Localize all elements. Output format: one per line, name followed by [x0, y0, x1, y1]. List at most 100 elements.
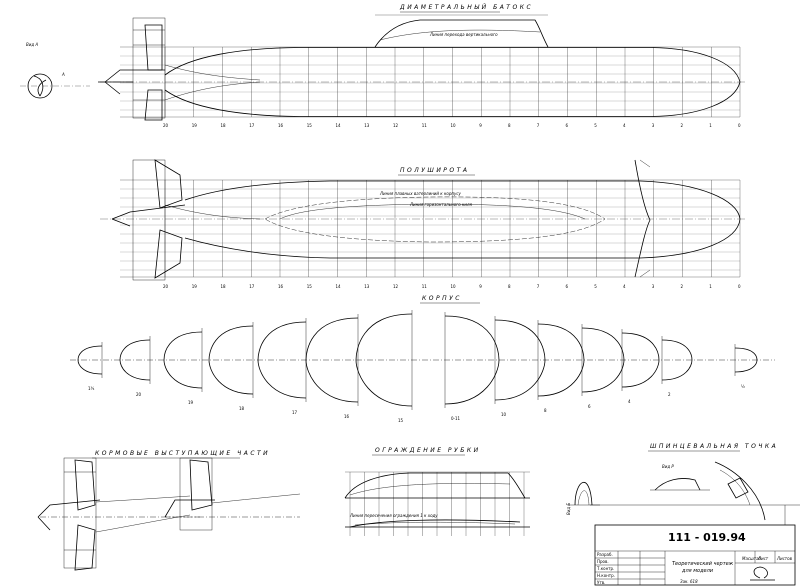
title-block: 111 - 019.94 Теоретический чертеж для мо…	[590, 504, 800, 586]
section-outline	[621, 332, 660, 388]
profile-view: ДИАМЕТРАЛЬНЫЙ БАТОКС Линия перехода верт…	[20, 4, 745, 128]
shroud-point-view: ШПИНЦЕВАЛЬНАЯ ТОЧКА Вид Р	[648, 443, 778, 521]
section-outline	[537, 323, 585, 397]
row-1: Разраб.	[597, 552, 613, 557]
section-outline	[494, 319, 546, 401]
section-outline	[119, 339, 151, 381]
body-title: КОРПУС	[422, 295, 462, 302]
station-label: 7	[537, 284, 540, 289]
view-a-propeller: Вид А A	[20, 42, 90, 99]
section-label: 2	[668, 392, 671, 397]
station-label: 2	[681, 123, 684, 128]
station-label: 2	[681, 284, 684, 289]
sheet-label: Лист	[757, 556, 769, 561]
station-label: 8	[508, 284, 511, 289]
section-label: 18	[239, 406, 245, 411]
station-label: 3	[652, 123, 655, 128]
station-label: 6	[566, 284, 569, 289]
section-outline	[661, 339, 693, 381]
station-label: 13	[364, 123, 370, 128]
station-label: 15	[307, 284, 313, 289]
shroud-title: ШПИНЦЕВАЛЬНАЯ ТОЧКА	[650, 443, 778, 450]
plan-title: ПОЛУШИРОТА	[400, 167, 469, 174]
station-label: 7	[537, 123, 540, 128]
station-label: 9	[479, 123, 482, 128]
plan-view: ПОЛУШИРОТА Линия плавных ватерлиний к ко…	[100, 159, 745, 289]
section-label: ½	[741, 384, 745, 389]
station-label: 0	[738, 123, 741, 128]
station-label: 16	[278, 284, 284, 289]
view-a-label: Вид А	[26, 42, 38, 47]
station-label: 20	[163, 284, 169, 289]
station-label: 5	[594, 284, 597, 289]
section-outline	[77, 345, 103, 375]
sub-code: Зак. 618	[680, 579, 698, 584]
section-label: 15	[398, 418, 404, 423]
profile-sail-note: Линия перехода вертикального	[429, 32, 498, 37]
plan-hull-outline	[184, 180, 741, 259]
station-label: 10	[451, 284, 457, 289]
station-label: 14	[336, 284, 342, 289]
station-label: 8	[508, 123, 511, 128]
station-label: 18	[221, 284, 227, 289]
station-label: 1	[709, 284, 712, 289]
scale-label: Масштаб	[742, 556, 762, 561]
station-label: 1	[709, 123, 712, 128]
fence-outline	[344, 472, 526, 499]
fence-view: ОГРАЖДЕНИЕ РУБКИ Линия пересечения ограж…	[344, 447, 600, 536]
station-label: 11	[422, 123, 428, 128]
station-label: 3	[652, 284, 655, 289]
view-b: Вид Б	[566, 481, 600, 515]
station-label: 18	[221, 123, 227, 128]
section-label: 20	[136, 392, 142, 397]
station-label: 15	[307, 123, 313, 128]
svg-text:Линия пересечения ограждения 1: Линия пересечения ограждения 1 к ходу	[349, 513, 438, 518]
station-label: 6	[566, 123, 569, 128]
doc-number: 111 - 019.94	[668, 531, 746, 544]
station-label: 17	[249, 123, 255, 128]
station-label: 13	[364, 284, 370, 289]
title-line-2: для модели	[681, 568, 714, 574]
section-label: 8	[544, 408, 547, 413]
section-label: 1¾	[88, 386, 95, 391]
station-label: 4	[623, 284, 626, 289]
title-line-1: Теоретический чертеж	[672, 561, 734, 567]
station-label: 11	[422, 284, 428, 289]
station-label: 12	[393, 284, 399, 289]
sheets-label: Листов	[776, 556, 793, 561]
station-label: 9	[479, 284, 482, 289]
section-outline	[581, 327, 625, 393]
station-label: 17	[249, 284, 255, 289]
appendages-view: КОРМОВЫЕ ВЫСТУПАЮЩИЕ ЧАСТИ	[37, 450, 301, 571]
station-label: 14	[336, 123, 342, 128]
station-label: 19	[192, 123, 198, 128]
section-outline	[444, 315, 500, 405]
section-outline	[257, 321, 307, 399]
station-label: 5	[594, 123, 597, 128]
row-5: Утв.	[597, 580, 605, 585]
section-label: 4	[628, 399, 631, 404]
view-b-label: Вид Б	[566, 503, 571, 515]
section-label: 16	[344, 414, 350, 419]
section-outline	[163, 331, 203, 389]
station-label: 19	[192, 284, 198, 289]
station-label: 0	[738, 284, 741, 289]
section-outline	[734, 347, 758, 373]
station-label: 20	[163, 123, 169, 128]
plan-station-grid	[120, 180, 741, 277]
section-label: 17	[292, 410, 298, 415]
fence-station-grid	[349, 472, 525, 536]
section-outline	[355, 313, 413, 407]
profile-sail	[374, 19, 549, 48]
profile-title: ДИАМЕТРАЛЬНЫЙ БАТОКС	[399, 4, 533, 11]
svg-text:A: A	[61, 72, 65, 77]
view-v-label: Вид Р	[662, 464, 674, 469]
section-outline	[305, 317, 359, 403]
section-label: 6	[588, 404, 591, 409]
svg-text:Линия горизонтального киля: Линия горизонтального киля	[409, 202, 473, 207]
svg-text:Линия плавных ватерлиний к кор: Линия плавных ватерлиний к корпусу	[379, 191, 462, 196]
